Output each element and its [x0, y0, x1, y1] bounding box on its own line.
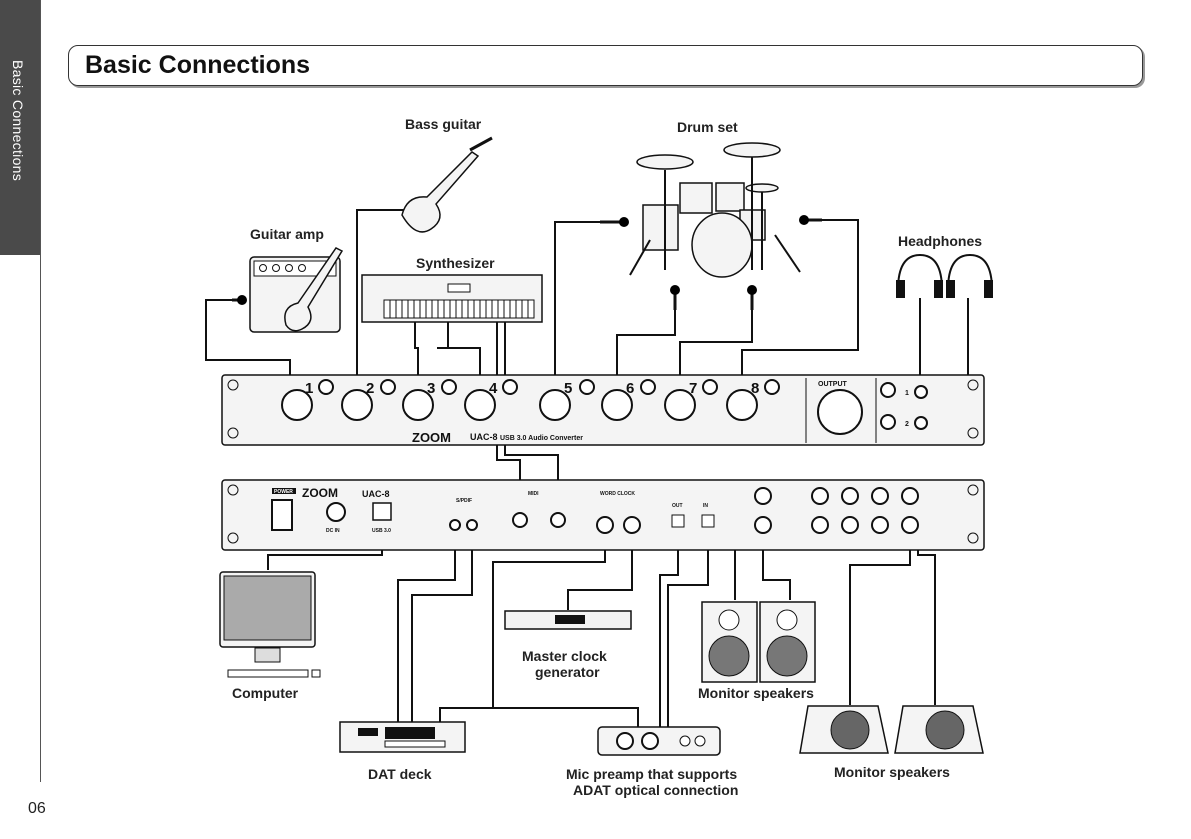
uac8-front-panel: 1 2 3 4 5 6 7 8 ZOOM UAC-8 USB 3.0 Audio… [221, 374, 985, 446]
channel-4-number: 4 [489, 380, 498, 397]
channel-8-number: 8 [751, 380, 759, 397]
dat-deck-illustration [339, 721, 466, 753]
word-clock-label: WORD CLOCK [600, 491, 635, 497]
channel-1-number: 1 [305, 380, 313, 397]
usb-label: USB 3.0 [372, 528, 391, 534]
monitor-speakers-illustration [701, 601, 816, 683]
channel-2-number: 2 [366, 380, 374, 397]
margin-divider [40, 0, 41, 782]
label-drum-set: Drum set [677, 119, 738, 135]
label-computer: Computer [232, 685, 299, 701]
section-tab-label: Basic Connections [10, 60, 26, 182]
bass-guitar-illustration [401, 136, 493, 233]
computer-illustration [219, 571, 321, 678]
uac8-rear-panel: POWER ZOOM UAC-8 DC IN USB 3.0 S/PDIF MI… [221, 479, 985, 551]
label-mic-preamp-1: Mic preamp that supports [566, 766, 737, 782]
optical-in-label: IN [703, 503, 708, 509]
drum-set-illustration [600, 142, 822, 310]
front-brand-logo: ZOOM [412, 430, 451, 445]
label-master-clock-2: generator [535, 664, 600, 680]
front-subtitle: USB 3.0 Audio Converter [500, 435, 583, 442]
phones-1-number: 1 [905, 390, 909, 397]
label-synthesizer: Synthesizer [416, 255, 495, 271]
page-title-box: Basic Connections [68, 45, 1143, 86]
label-dat-deck: DAT deck [368, 766, 432, 782]
midi-label: MIDI [528, 491, 539, 497]
channel-3-number: 3 [427, 380, 435, 397]
label-mic-preamp-2: ADAT optical connection [573, 782, 738, 798]
label-guitar-amp: Guitar amp [250, 226, 324, 242]
floor-monitors-illustration [799, 705, 984, 754]
front-model: UAC-8 [470, 432, 498, 442]
label-monitor-speakers-floor: Monitor speakers [834, 764, 950, 780]
channel-7-number: 7 [689, 380, 697, 397]
label-master-clock-1: Master clock [522, 648, 607, 664]
page-number: 06 [28, 800, 46, 817]
phones-2-number: 2 [905, 421, 909, 428]
spdif-label: S/PDIF [456, 498, 472, 504]
section-tab: Basic Connections [0, 0, 40, 255]
label-bass-guitar: Bass guitar [405, 116, 482, 132]
synthesizer-illustration [361, 274, 543, 323]
headphones-illustration [896, 253, 993, 298]
output-label: OUTPUT [818, 381, 848, 388]
mic-preamp-illustration [597, 726, 721, 756]
channel-6-number: 6 [626, 380, 634, 397]
rear-model: UAC-8 [362, 489, 390, 499]
channel-5-number: 5 [564, 380, 572, 397]
optical-out-label: OUT [672, 503, 683, 509]
page-title: Basic Connections [85, 51, 311, 79]
power-label: POWER [274, 489, 293, 495]
label-monitor-speakers-near: Monitor speakers [698, 685, 814, 701]
rear-brand-logo: ZOOM [302, 486, 338, 500]
guitar-amp-illustration [232, 247, 344, 333]
label-headphones: Headphones [898, 233, 982, 249]
master-clock-illustration [504, 610, 632, 630]
dc-in-label: DC IN [326, 528, 340, 534]
